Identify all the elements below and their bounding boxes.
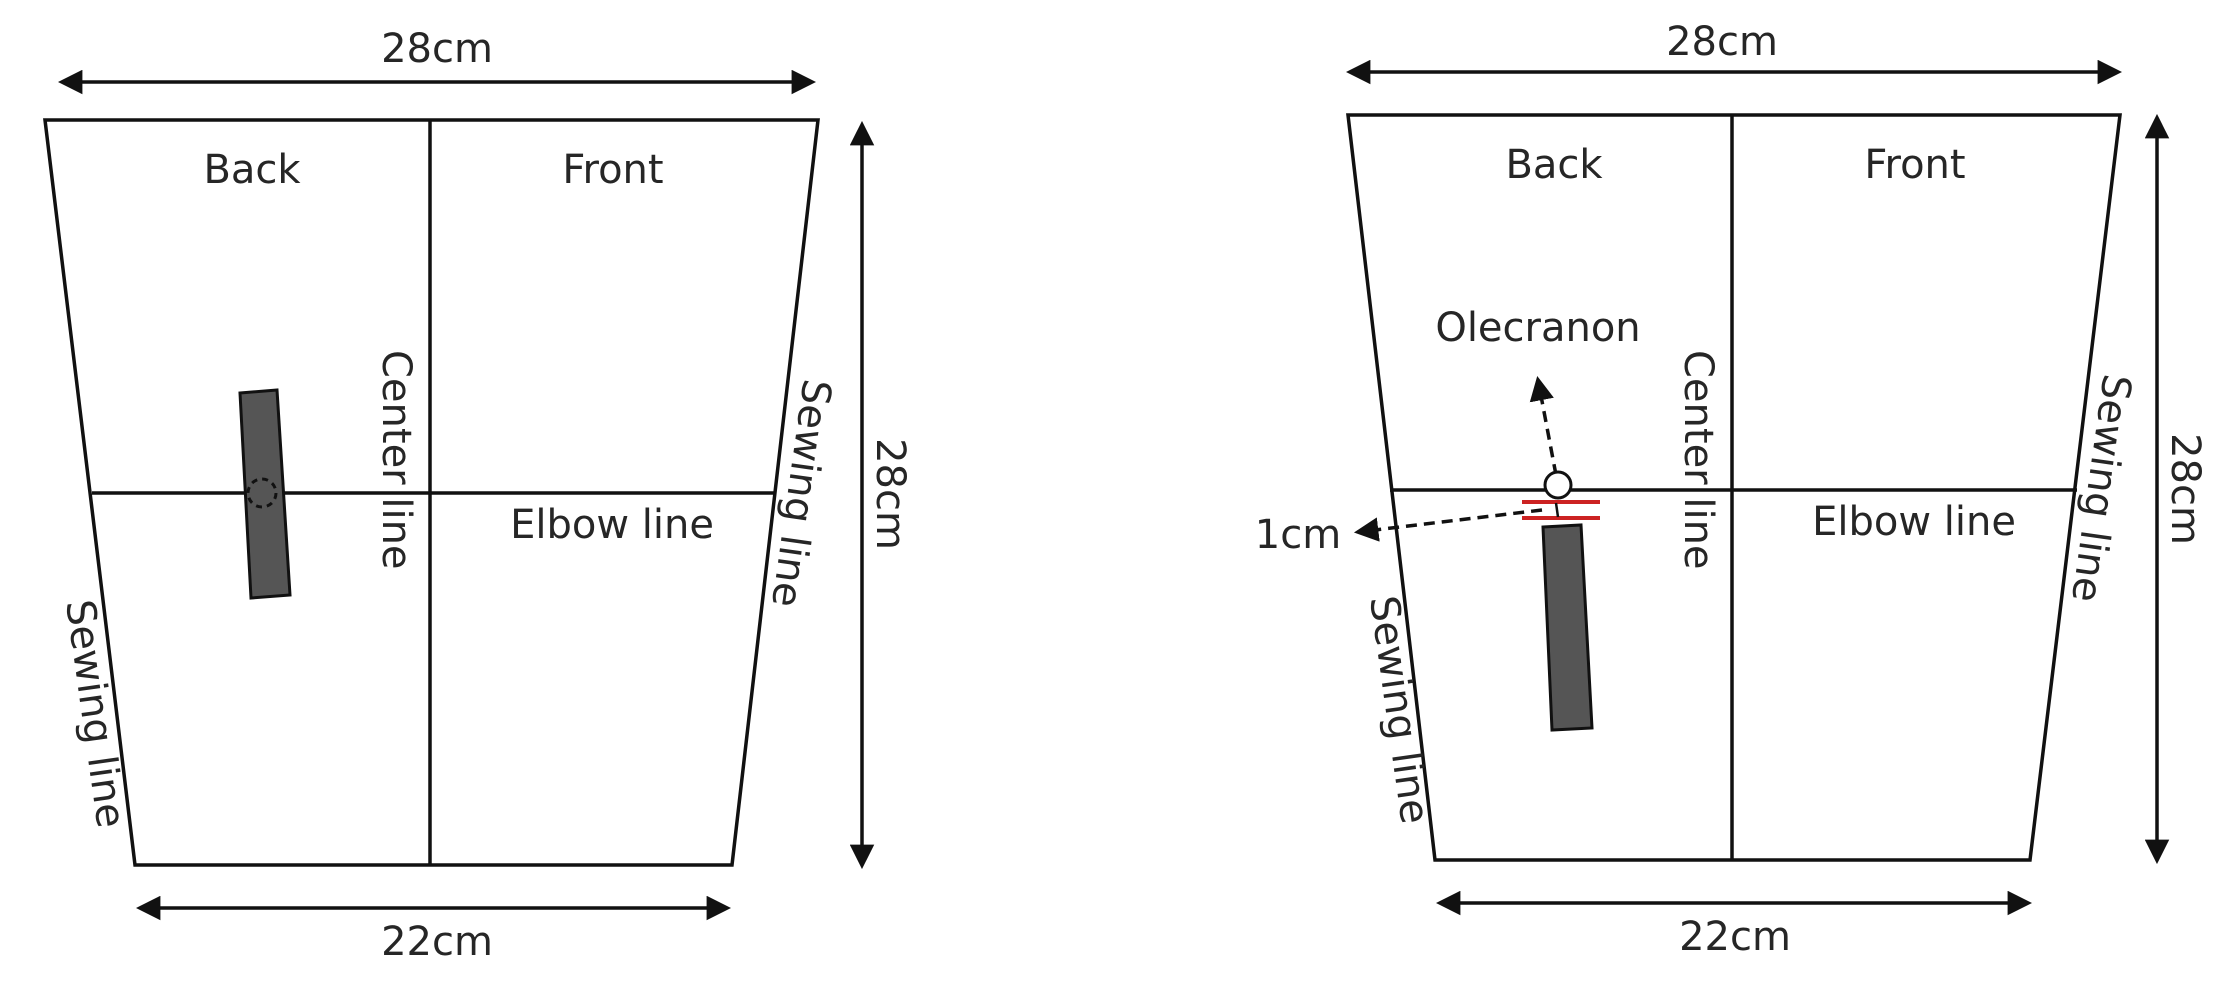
front-label: Front <box>562 147 663 193</box>
olecranon-label: Olecranon <box>1435 305 1640 351</box>
elbow-line-label: Elbow line <box>510 502 714 548</box>
sewing-line-label-left: Sewing line <box>56 597 133 831</box>
sleeve-outline <box>43 118 820 867</box>
offset-arrow <box>1353 508 1543 542</box>
center-line-label: Center line <box>1675 350 1721 570</box>
elbow-line-label: Elbow line <box>1812 499 2016 545</box>
offset-marker <box>1522 500 1600 520</box>
front-label: Front <box>1864 142 1965 188</box>
olecranon-marker <box>1543 470 1573 500</box>
back-label: Back <box>203 147 301 193</box>
left-panel: 28cm Back Front Center line Elbow line S… <box>43 26 913 965</box>
offset-label: 1cm <box>1255 512 1341 558</box>
back-label: Back <box>1505 142 1603 188</box>
olecranon-marker <box>246 477 278 509</box>
top-width-label: 28cm <box>381 26 493 72</box>
olecranon-arrow <box>1529 375 1558 476</box>
height-label: 28cm <box>867 438 913 550</box>
bottom-width-label: 22cm <box>381 919 493 965</box>
height-label: 28cm <box>2162 433 2208 545</box>
bottom-width-label: 22cm <box>1679 914 1791 960</box>
sensor-strip <box>238 388 292 600</box>
center-line-label: Center line <box>373 350 419 570</box>
top-width-label: 28cm <box>1666 19 1778 65</box>
right-panel: 28cm Back Front Olecranon Center line El… <box>1255 19 2208 960</box>
sensor-strip <box>1541 523 1594 732</box>
sewing-line-label-left: Sewing line <box>1360 593 1437 827</box>
sleeve-outline <box>1346 113 2122 862</box>
